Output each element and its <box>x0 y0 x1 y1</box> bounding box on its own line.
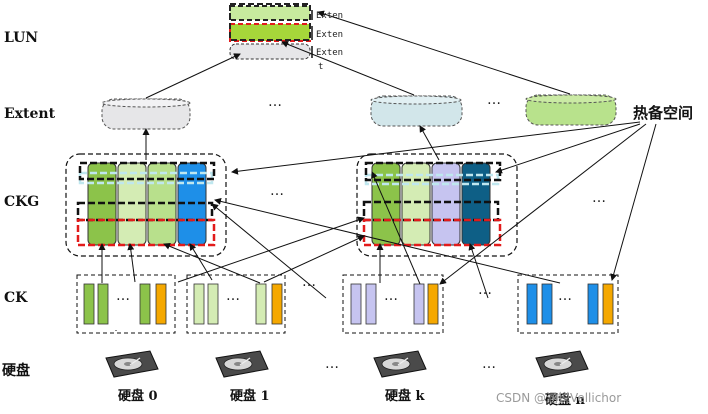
ck-ellipsis-mid-1: … <box>302 274 316 290</box>
arrow-ckn-to-ckg-left <box>214 198 561 284</box>
arrow-hotspare-to-n <box>610 123 657 281</box>
row-label-disk: 硬盘 <box>2 362 30 379</box>
arrow-extent-blue-to-lun <box>281 40 415 96</box>
disk-icon-k <box>373 350 427 378</box>
row-label-ckg: CKG <box>4 194 39 210</box>
lun-stack <box>229 3 311 60</box>
arrow-ck1b-to-ckg <box>163 243 261 284</box>
arrow-ck0b-to-ckg <box>127 243 136 283</box>
arrow-hotspare-to-k <box>439 123 647 285</box>
watermark: CSDN @涵锐Vellichor <box>496 391 621 405</box>
ckg-ellipsis-1: … <box>270 183 284 199</box>
ckg-group-right <box>356 153 518 257</box>
ck-ellipsis-k: … <box>384 288 398 304</box>
row-label-ck: CK <box>4 290 28 306</box>
ckg-ellipsis-2: … <box>592 190 606 206</box>
row-label-lun: LUN <box>4 30 38 46</box>
lun-extent-labels: Exten Exten Exten t <box>311 10 343 72</box>
disk-icon-1 <box>215 350 269 378</box>
arrow-extent-green-to-lun <box>317 10 571 95</box>
hot-spare-label: 热备空间 <box>633 104 693 122</box>
disk-icon-0 <box>105 350 159 378</box>
arrow-mid2-to-ckg-right <box>468 243 489 299</box>
disk-ellipsis-1: … <box>325 356 339 372</box>
ck-ellipsis-1: … <box>226 288 240 304</box>
disk-icon-n <box>535 350 589 378</box>
extent-ellipsis-1: … <box>268 94 282 110</box>
ck-group-disk-0: … <box>76 274 176 334</box>
lun-extent-label-4: t <box>318 62 323 72</box>
extent-ellipsis-2: … <box>487 92 501 108</box>
arrow-hotspare-to-ckg-left <box>231 121 641 175</box>
lun-extent-label-3: Exten <box>316 48 343 58</box>
arrow-ck1-to-ckg-right <box>263 235 365 283</box>
arrow-ck1-to-ckg <box>189 243 213 281</box>
arrows <box>98 10 657 331</box>
arrow-ckk-to-ckg-right-top <box>371 171 421 285</box>
disk-ellipsis-2: … <box>482 356 496 372</box>
row-label-extent: Extent <box>4 106 56 122</box>
ckg-group-left <box>65 153 227 257</box>
disk-label-0: 硬盘 0 <box>118 388 158 404</box>
extent-gray <box>101 98 191 130</box>
disk-label-1: 硬盘 1 <box>230 388 270 404</box>
ck-group-disk-k: … <box>342 274 444 334</box>
ck-ellipsis-n: … <box>558 288 572 304</box>
arrow-hotspare-to-ckg-right <box>495 123 641 174</box>
ck-group-disk-1: … <box>186 274 286 334</box>
arrow-ckg-right-to-extent <box>419 125 440 161</box>
extent-green <box>525 94 617 126</box>
ck-ellipsis-0: … <box>116 288 130 304</box>
extent-blue <box>370 95 463 127</box>
ck-group-disk-n: … <box>517 274 619 334</box>
disk-label-k: 硬盘 k <box>385 388 426 404</box>
arrow-extent-gray-to-lun <box>145 53 241 99</box>
lun-extent-label-2: Exten <box>316 30 343 40</box>
disk-label-n: 硬盘 n <box>545 392 586 408</box>
